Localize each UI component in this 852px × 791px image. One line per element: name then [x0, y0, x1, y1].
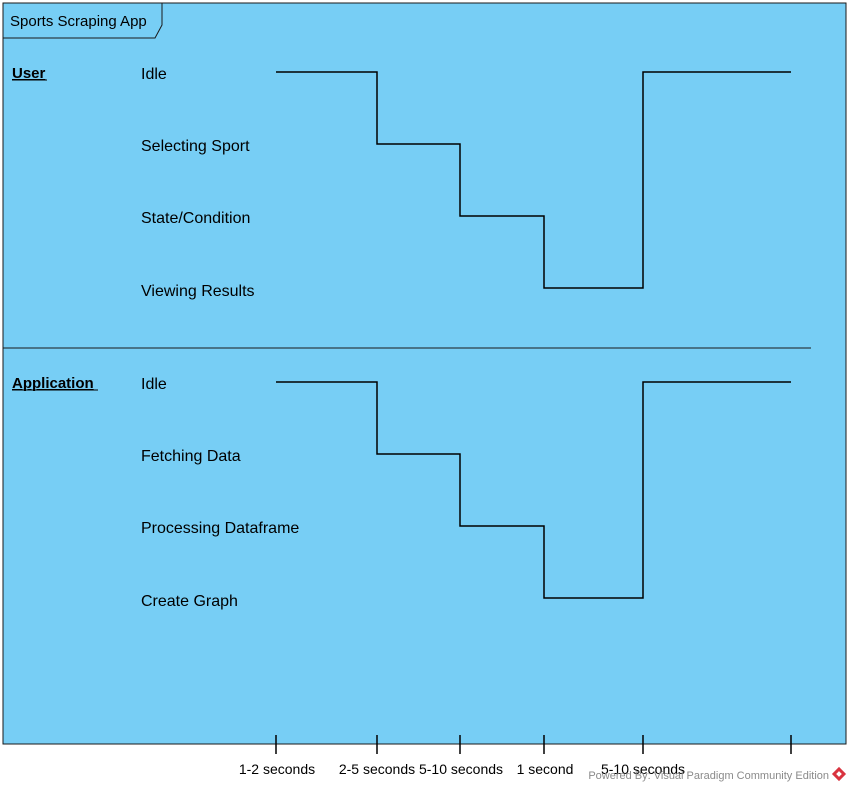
state-timeline-user [276, 71, 791, 289]
state-timeline-application [276, 381, 791, 599]
state-label: Create Graph [141, 593, 238, 610]
time-axis-ticks [275, 735, 792, 754]
watermark-text: Powered By: Visual Paradigm Community Ed… [588, 770, 829, 782]
time-tick-label: 5-10 seconds [419, 761, 503, 777]
state-label: Idle [141, 376, 167, 393]
frame-title-tab [2, 2, 163, 39]
time-tick-label: 5-10 seconds [601, 761, 685, 777]
time-tick-label: 2-5 seconds [339, 761, 415, 777]
diagram-frame [2, 2, 847, 745]
time-tick-label: 1 second [517, 761, 574, 777]
state-label: Idle [141, 66, 167, 83]
state-label: Viewing Results [141, 283, 255, 300]
state-label: Selecting Sport [141, 138, 250, 155]
visual-paradigm-logo-icon [831, 766, 847, 782]
lifeline-name-application: Application [12, 375, 94, 392]
state-label: State/Condition [141, 210, 250, 227]
state-label: Processing Dataframe [141, 520, 299, 537]
lifeline-user: User Idle Selecting Sport State/Conditio… [12, 65, 791, 300]
time-tick-label: 1-2 seconds [239, 761, 315, 777]
lifeline-application: Application Idle Fetching Data Processin… [12, 375, 791, 610]
lifeline-name-user: User [12, 65, 46, 82]
state-label: Fetching Data [141, 448, 241, 465]
frame-title: Sports Scraping App [10, 13, 147, 30]
